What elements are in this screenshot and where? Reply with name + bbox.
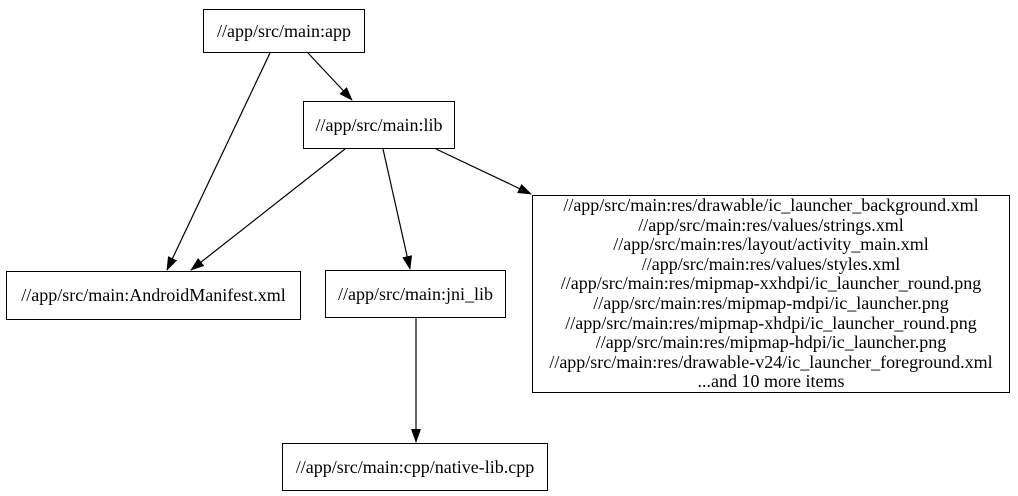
node-app: //app/src/main:app bbox=[203, 9, 365, 53]
res-file-line: //app/src/main:res/drawable-v24/ic_launc… bbox=[549, 351, 993, 372]
res-file-line: //app/src/main:res/mipmap-mdpi/ic_launch… bbox=[593, 293, 949, 313]
node-native-cpp-label: //app/src/main:cpp/native-lib.cpp bbox=[295, 456, 535, 477]
node-lib-label: //app/src/main:lib bbox=[315, 114, 443, 135]
res-file-line: //app/src/main:res/mipmap-xxhdpi/ic_laun… bbox=[560, 273, 982, 294]
node-native-cpp: //app/src/main:cpp/native-lib.cpp bbox=[282, 443, 548, 491]
res-file-line: //app/src/main:res/drawable/ic_launcher_… bbox=[563, 195, 979, 216]
node-app-label: //app/src/main:app bbox=[217, 20, 351, 41]
edge-lib-to-res-group bbox=[435, 148, 532, 195]
edge-lib-to-jni-lib bbox=[382, 148, 413, 270]
node-res-file-group: //app/src/main:res/drawable/ic_launcher_… bbox=[532, 195, 1010, 393]
node-jni-lib: //app/src/main:jni_lib bbox=[325, 270, 506, 318]
node-android-manifest: //app/src/main:AndroidManifest.xml bbox=[6, 271, 301, 320]
res-file-line: //app/src/main:res/values/strings.xml bbox=[638, 214, 904, 235]
res-file-line: //app/src/main:res/layout/activity_main.… bbox=[613, 234, 929, 255]
edge-lib-to-android-manifest bbox=[190, 148, 346, 271]
res-file-line: //app/src/main:res/mipmap-xhdpi/ic_launc… bbox=[565, 312, 977, 333]
res-file-more-items: ...and 10 more items bbox=[697, 371, 845, 392]
res-file-line: //app/src/main:res/mipmap-hdpi/ic_launch… bbox=[595, 332, 947, 353]
edge-app-to-lib bbox=[307, 52, 353, 101]
node-jni-lib-label: //app/src/main:jni_lib bbox=[338, 283, 493, 304]
node-android-manifest-label: //app/src/main:AndroidManifest.xml bbox=[21, 285, 286, 305]
res-file-line: //app/src/main:res/values/styles.xml bbox=[641, 253, 901, 274]
node-lib: //app/src/main:lib bbox=[303, 101, 455, 149]
edge-app-to-android-manifest bbox=[166, 52, 271, 271]
